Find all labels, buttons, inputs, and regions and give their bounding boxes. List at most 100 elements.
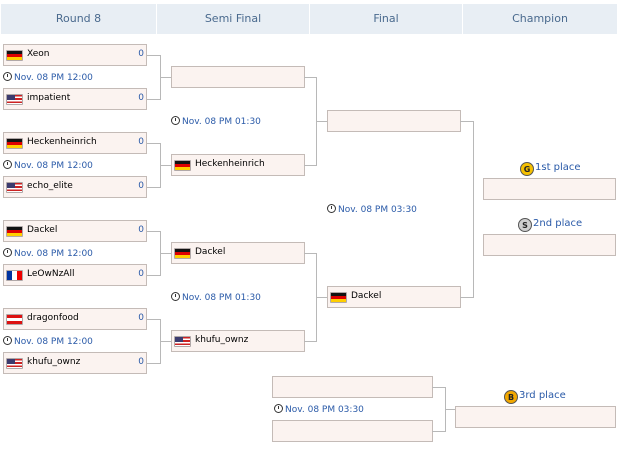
third-place-slot[interactable] <box>455 406 616 428</box>
connector <box>160 341 171 342</box>
second-place-slot[interactable] <box>483 234 616 256</box>
r8-m2-player2[interactable]: echo_elite 0 <box>3 176 147 198</box>
semi1-player1[interactable] <box>171 66 305 88</box>
first-place-slot[interactable] <box>483 178 616 200</box>
germany-flag-icon <box>6 138 23 149</box>
player-name: impatient <box>27 93 71 103</box>
usa-flag-icon <box>6 94 23 105</box>
r8-m4-player2[interactable]: khufu_ownz 0 <box>3 352 147 374</box>
r8-m4-time: Nov. 08 PM 12:00 <box>3 336 93 347</box>
usa-flag-icon <box>6 358 23 369</box>
austria-flag-icon <box>6 314 23 325</box>
r8-m3-time: Nov. 08 PM 12:00 <box>3 248 93 259</box>
player-score: 0 <box>138 313 144 323</box>
semi1-player2[interactable]: Heckenheinrich <box>171 154 305 176</box>
connector <box>304 341 317 342</box>
usa-flag-icon <box>6 182 23 193</box>
third-match-player1[interactable] <box>272 376 433 398</box>
final-player1[interactable] <box>327 110 461 132</box>
germany-flag-icon <box>174 248 191 259</box>
connector <box>316 297 327 298</box>
player-score: 0 <box>138 357 144 367</box>
final-player2[interactable]: Dackel <box>327 286 461 308</box>
r8-m2-player1[interactable]: Heckenheinrich 0 <box>3 132 147 154</box>
germany-flag-icon <box>174 160 191 171</box>
semi2-time: Nov. 08 PM 01:30 <box>171 292 261 303</box>
clock-icon <box>327 204 336 213</box>
player-name: LeOwNzAll <box>27 269 75 279</box>
connector <box>147 363 161 364</box>
r8-m2-time: Nov. 08 PM 12:00 <box>3 160 93 171</box>
r8-m3-player2[interactable]: LeOwNzAll 0 <box>3 264 147 286</box>
player-name: Dackel <box>27 225 58 235</box>
r8-m1-time: Nov. 08 PM 12:00 <box>3 72 93 83</box>
clock-icon <box>3 248 12 257</box>
player-name: Dackel <box>195 247 226 257</box>
connector <box>304 253 317 254</box>
bronze-medal-icon: B <box>504 390 518 404</box>
connector <box>432 387 446 388</box>
r8-m1-player2[interactable]: impatient 0 <box>3 88 147 110</box>
connector <box>460 297 474 298</box>
semi2-player2[interactable]: khufu_ownz <box>171 330 305 352</box>
clock-icon <box>274 404 283 413</box>
france-flag-icon <box>6 270 23 281</box>
header-semi-final: Semi Final <box>156 4 309 34</box>
silver-medal-icon: S <box>518 218 532 232</box>
connector <box>147 187 161 188</box>
germany-flag-icon <box>6 50 23 61</box>
player-score: 0 <box>138 49 144 59</box>
connector <box>147 143 161 144</box>
clock-icon <box>171 292 180 301</box>
header-round8: Round 8 <box>0 4 156 34</box>
clock-icon <box>3 72 12 81</box>
player-name: Heckenheinrich <box>195 159 265 169</box>
player-score: 0 <box>138 225 144 235</box>
germany-flag-icon <box>6 226 23 237</box>
gold-medal-icon: G <box>520 162 534 176</box>
header-champion: Champion <box>462 4 617 34</box>
final-time: Nov. 08 PM 03:30 <box>327 204 417 215</box>
clock-icon <box>3 336 12 345</box>
connector <box>445 409 455 410</box>
player-name: echo_elite <box>27 181 73 191</box>
header-final: Final <box>309 4 462 34</box>
third-match-time: Nov. 08 PM 03:30 <box>274 404 364 415</box>
connector <box>147 99 161 100</box>
clock-icon <box>3 160 12 169</box>
connector <box>160 253 171 254</box>
r8-m4-player1[interactable]: dragonfood 0 <box>3 308 147 330</box>
connector <box>316 121 327 122</box>
player-name: dragonfood <box>27 313 79 323</box>
usa-flag-icon <box>174 336 191 347</box>
r8-m1-player1[interactable]: Xeon 0 <box>3 44 147 66</box>
player-name: Xeon <box>27 49 50 59</box>
player-name: khufu_ownz <box>27 357 81 367</box>
connector <box>304 77 317 78</box>
connector <box>147 319 161 320</box>
connector <box>160 77 171 78</box>
connector <box>147 231 161 232</box>
player-score: 0 <box>138 181 144 191</box>
player-score: 0 <box>138 269 144 279</box>
germany-flag-icon <box>330 292 347 303</box>
connector <box>160 165 171 166</box>
player-score: 0 <box>138 93 144 103</box>
clock-icon <box>171 116 180 125</box>
connector <box>432 431 446 432</box>
connector <box>460 121 474 122</box>
semi2-player1[interactable]: Dackel <box>171 242 305 264</box>
connector <box>473 121 474 298</box>
connector <box>304 165 317 166</box>
connector <box>147 275 161 276</box>
connector <box>147 55 161 56</box>
third-match-player2[interactable] <box>272 420 433 442</box>
semi1-time: Nov. 08 PM 01:30 <box>171 116 261 127</box>
player-score: 0 <box>138 137 144 147</box>
player-name: Heckenheinrich <box>27 137 97 147</box>
r8-m3-player1[interactable]: Dackel 0 <box>3 220 147 242</box>
player-name: Dackel <box>351 291 382 301</box>
